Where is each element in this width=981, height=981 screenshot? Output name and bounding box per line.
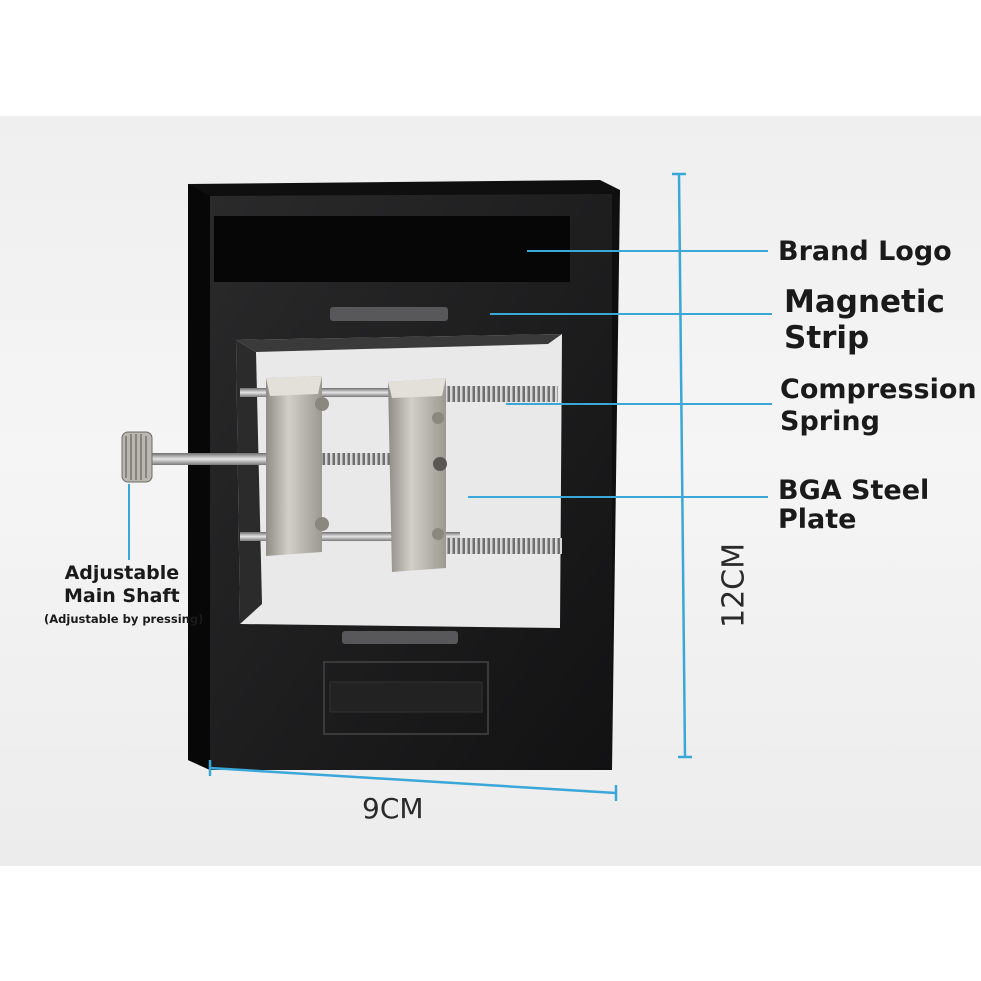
- main-shaft-label-line2: Main Shaft: [64, 585, 180, 607]
- bga-plate-label: BGA Steel Plate: [778, 476, 929, 534]
- clamp-block-left: [266, 376, 329, 556]
- compression-spring-label-line1: Compression: [780, 374, 977, 405]
- compression-spring-label: Compression Spring: [780, 374, 977, 438]
- height-dimension-label: 12CM: [716, 543, 752, 629]
- clamp-block-right: [388, 378, 447, 572]
- magnetic-strip-bottom: [342, 631, 458, 644]
- width-dimension-label: 9CM: [362, 792, 424, 825]
- compression-spring-label-line2: Spring: [780, 406, 880, 437]
- bga-plate-label-line2: Plate: [778, 504, 857, 535]
- compression-springs: [440, 386, 562, 554]
- brand-logo-label: Brand Logo: [778, 236, 952, 267]
- callout-lines: [128, 250, 772, 560]
- bga-plate-label-line1: BGA Steel: [778, 475, 930, 506]
- brand-logo-area: [214, 216, 570, 282]
- knurled-knob: [121, 431, 153, 483]
- dimension-line-height: [672, 172, 692, 759]
- magnetic-strip-label-line1: Magnetic: [784, 284, 945, 320]
- embossed-label-plate: [323, 661, 489, 735]
- magnetic-strip-top: [330, 307, 448, 321]
- main-shaft-label-line1: Adjustable: [64, 562, 180, 584]
- main-shaft-label: Adjustable Main Shaft: [64, 562, 180, 608]
- main-shaft-note: (Adjustable by pressing): [44, 612, 204, 626]
- dimension-line-width: [208, 760, 618, 801]
- magnetic-strip-label-line2: Strip: [784, 320, 870, 356]
- guide-rods: [240, 388, 460, 541]
- magnetic-strip-label: Magnetic Strip: [784, 284, 945, 356]
